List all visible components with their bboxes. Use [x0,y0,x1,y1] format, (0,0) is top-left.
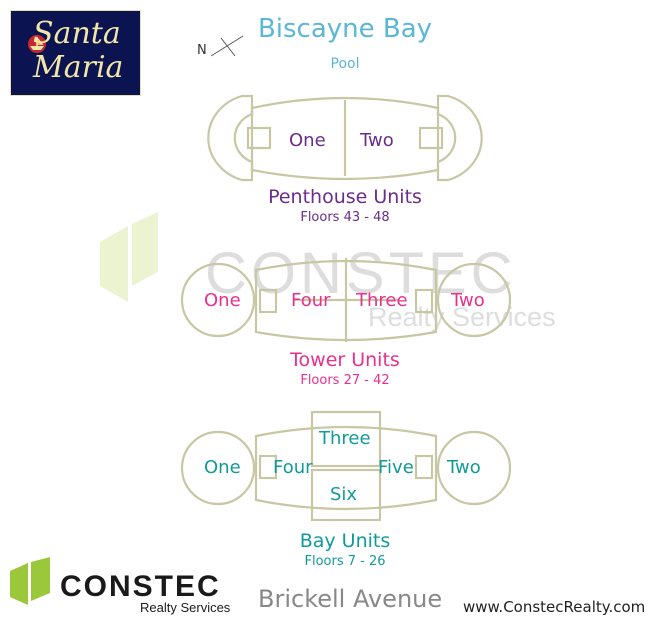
logo-text: Santa Maria [33,16,124,85]
pool-label: Pool [330,56,360,72]
website-url[interactable]: www.ConstecRealty.com [463,598,646,616]
bay-unit-five: Five [378,457,414,478]
penthouse-unit-one: One [289,130,326,151]
bay-unit-four: Four [273,457,313,478]
bay-floor-plan [180,410,512,522]
penthouse-unit-two: Two [360,130,394,151]
tower-title: Tower Units [290,349,400,371]
compass-north-label: N [197,43,207,58]
footer-tagline: Realty Services [140,600,231,615]
tower-unit-two: Two [451,290,485,311]
penthouse-floor-plan [207,94,483,182]
bay-unit-two: Two [447,457,481,478]
tower-unit-one: One [204,290,241,311]
bay-unit-three: Three [319,428,371,449]
footer-brand: CONSTEC [60,570,221,603]
constec-logo-icon [10,557,50,605]
santa-maria-logo: Santa Maria [10,10,141,96]
bay-title: Bay Units [299,530,391,552]
penthouse-floors: Floors 43 - 48 [300,210,390,225]
street-label: Brickell Avenue [258,585,443,613]
bay-floors: Floors 7 - 26 [304,554,386,569]
page-title: Biscayne Bay [257,14,433,44]
tower-unit-three: Three [356,290,408,311]
watermark-logo-icon [100,212,158,302]
ship-emblem-icon [28,35,46,53]
bay-unit-six: Six [330,484,358,505]
watermark-tagline: Realty Services [368,302,556,332]
tower-floor-plan [180,258,512,342]
tower-unit-four: Four [291,290,331,311]
compass-icon [210,35,244,57]
tower-floors: Floors 27 - 42 [300,373,390,388]
penthouse-title: Penthouse Units [268,186,422,208]
bay-unit-one: One [204,457,241,478]
